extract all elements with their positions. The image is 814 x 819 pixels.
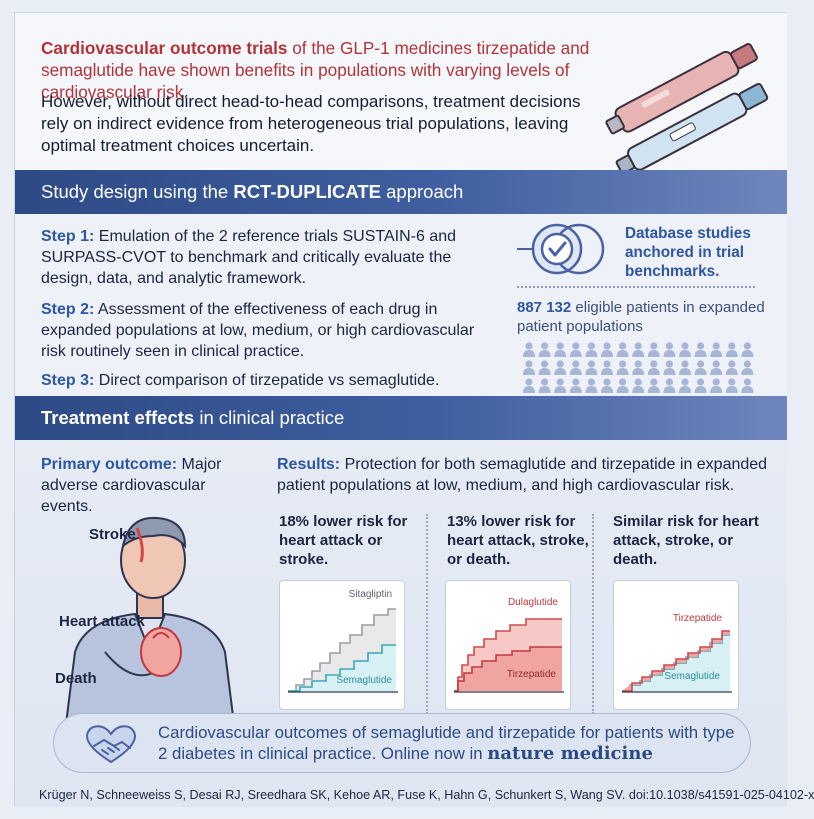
label-death: Death <box>55 670 97 687</box>
intro-section: Cardiovascular outcome trials of the GLP… <box>15 13 787 175</box>
person-icon <box>741 378 754 393</box>
banner-text: Cardiovascular outcomes of semaglutide a… <box>158 723 735 764</box>
person-icon <box>663 360 676 375</box>
person-icon <box>523 378 535 393</box>
person-icon <box>741 342 754 357</box>
person-icon <box>601 360 613 375</box>
result-1-text: 18% lower risk for heart attack or strok… <box>279 513 408 568</box>
person-icon <box>663 378 676 393</box>
person-icon <box>710 342 723 357</box>
person-icon <box>554 360 567 375</box>
person-icon <box>554 342 567 357</box>
overlap-check-icon <box>517 223 605 275</box>
person-icon <box>585 378 598 393</box>
person-icon <box>694 360 707 375</box>
curve-plot-2: Dulaglutide Tirzepatide <box>445 580 571 710</box>
publication-banner[interactable]: Cardiovascular outcomes of semaglutide a… <box>53 713 751 773</box>
person-icon <box>523 360 535 375</box>
person-icon <box>585 342 598 357</box>
step-1: Step 1: Emulation of the 2 reference tri… <box>41 228 456 287</box>
person-icon <box>725 342 738 357</box>
series-label-semaglutide: Semaglutide <box>336 675 392 686</box>
person-icon <box>741 360 754 375</box>
person-icon <box>569 360 582 375</box>
person-icon <box>647 342 660 357</box>
person-icon <box>601 378 613 393</box>
journal-name: nature medicine <box>487 743 653 764</box>
column-divider <box>592 514 594 714</box>
patient-illustration-icon <box>63 516 237 733</box>
step-3: Step 3: Direct comparison of tirzepatide… <box>41 372 440 389</box>
person-icon <box>663 342 676 357</box>
person-icon <box>694 378 707 393</box>
infographic: Cardiovascular outcome trials of the GLP… <box>14 12 814 807</box>
series-label-dulaglutide: Dulaglutide <box>508 597 558 608</box>
person-icon <box>679 342 691 357</box>
person-icon <box>632 342 645 357</box>
curve-plot-3: Tirzepatide Semaglutide <box>613 580 739 710</box>
patients-crowd-icon <box>523 342 754 393</box>
study-design-section: Step 1: Emulation of the 2 reference tri… <box>15 214 787 396</box>
results-text: Results: Protection for both semaglutide… <box>277 456 768 494</box>
person-icon <box>554 378 567 393</box>
series-label-semaglutide: Semaglutide <box>664 671 720 682</box>
person-icon <box>632 360 645 375</box>
series-label-sitagliptin: Sitagliptin <box>349 589 392 600</box>
person-icon <box>601 342 613 357</box>
person-icon <box>616 342 629 357</box>
person-icon <box>694 342 707 357</box>
patients-text: 887 132 eligible patients in expanded pa… <box>517 299 765 335</box>
citation: Krüger N, Schneeweiss S, Desai RJ, Sreed… <box>39 788 814 802</box>
primary-outcome: Primary outcome: Major adverse cardiovas… <box>41 456 222 515</box>
series-label-tirzepatide: Tirzepatide <box>673 613 723 624</box>
series-label-tirzepatide: Tirzepatide <box>507 669 557 680</box>
person-icon <box>538 360 551 375</box>
curve-plot-1: Sitagliptin Semaglutide <box>279 580 405 710</box>
person-icon <box>725 360 738 375</box>
dotted-divider <box>517 286 755 288</box>
column-divider <box>426 514 428 714</box>
person-icon <box>616 360 629 375</box>
injection-pens-icon <box>605 43 769 175</box>
person-icon <box>538 342 551 357</box>
person-icon <box>710 378 723 393</box>
result-3-text: Similar risk for heart attack, stroke, o… <box>613 513 759 568</box>
person-icon <box>679 378 691 393</box>
result-2-text: 13% lower risk for heart attack, stroke,… <box>447 513 589 568</box>
intro-body: However, without direct head-to-head com… <box>41 92 581 155</box>
label-heart-attack: Heart attack <box>59 613 145 630</box>
intro-highlight: Cardiovascular outcome trials of the GLP… <box>41 38 590 102</box>
person-icon <box>710 360 723 375</box>
person-icon <box>538 378 551 393</box>
person-icon <box>725 378 738 393</box>
person-icon <box>569 378 582 393</box>
database-text: Database studies anchored in trial bench… <box>625 225 751 280</box>
step-2: Step 2: Assessment of the effectiveness … <box>41 301 475 360</box>
person-icon <box>647 378 660 393</box>
person-icon <box>585 360 598 375</box>
handshake-heart-icon <box>86 725 136 764</box>
person-icon <box>632 378 645 393</box>
person-icon <box>647 360 660 375</box>
label-stroke: Stroke <box>89 526 136 543</box>
person-icon <box>569 342 582 357</box>
study-design-heading: Study design using the RCT-DUPLICATE app… <box>15 170 787 214</box>
person-icon <box>679 360 691 375</box>
treatment-effects-heading: Treatment effects in clinical practice <box>15 396 787 440</box>
person-icon <box>523 342 535 357</box>
person-icon <box>616 378 629 393</box>
